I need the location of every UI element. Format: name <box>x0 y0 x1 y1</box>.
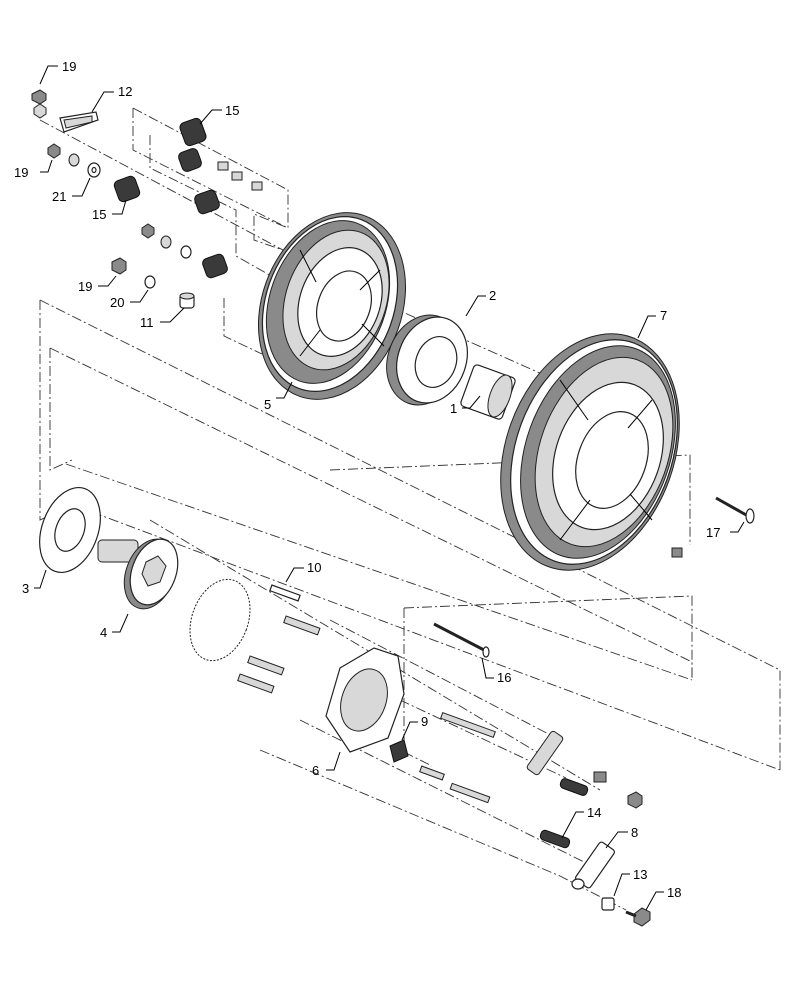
nut-19-mid <box>47 143 80 167</box>
callout-19: 19 <box>14 165 28 180</box>
small-hardware-row <box>141 161 263 259</box>
bolt-17 <box>671 496 755 558</box>
pin-10 <box>269 584 301 602</box>
spring-15-lower <box>113 175 141 203</box>
callout-8: 8 <box>631 825 638 840</box>
friction-disc-3 <box>39 486 101 574</box>
callout-17: 17 <box>706 525 720 540</box>
pulley-7 <box>500 333 680 571</box>
callout-10: 10 <box>307 560 321 575</box>
spring-15-upper <box>178 117 228 279</box>
spacer-11 <box>179 292 195 309</box>
callout-12: 12 <box>118 84 132 99</box>
pulley-5 <box>257 212 407 400</box>
washer-21 <box>87 162 101 178</box>
callout-9: 9 <box>421 714 428 729</box>
callout-16: 16 <box>497 670 511 685</box>
callout-4: 4 <box>100 625 107 640</box>
hardware-lower <box>419 711 496 804</box>
lever-8 <box>571 841 615 890</box>
nut-19-low <box>111 257 127 275</box>
callout-15: 15 <box>225 103 239 118</box>
callout-20: 20 <box>110 295 124 310</box>
callout-11: 11 <box>140 315 154 330</box>
spacer-13 <box>601 897 615 911</box>
callout-14: 14 <box>587 805 601 820</box>
callout-6: 6 <box>312 763 319 778</box>
hub-2 <box>386 314 468 406</box>
clutch-hub-4 <box>97 538 179 610</box>
callout-18: 18 <box>667 885 681 900</box>
washer-20 <box>144 275 156 289</box>
springs-14 <box>526 730 643 849</box>
bolt-16 <box>433 622 490 658</box>
callout-2: 2 <box>489 288 496 303</box>
callout-3: 3 <box>22 581 29 596</box>
plate-6 <box>325 647 405 753</box>
callout-21: 21 <box>52 189 66 204</box>
callout-19: 19 <box>62 59 76 74</box>
bushing-1 <box>460 364 516 420</box>
callout-5: 5 <box>264 397 271 412</box>
callout-19: 19 <box>78 279 92 294</box>
serrated-disc <box>189 578 251 662</box>
bracket-12 <box>59 111 99 133</box>
callout-1: 1 <box>450 401 457 416</box>
bracket-9 <box>389 739 409 763</box>
callout-15: 15 <box>92 207 106 222</box>
studs <box>237 615 321 694</box>
callout-13: 13 <box>633 867 647 882</box>
callout-labels: 19 12 15 19 21 15 19 20 11 2 7 5 1 3 10 … <box>14 59 720 900</box>
nut-19-top <box>31 89 47 119</box>
assembly-guide-lines <box>39 107 781 911</box>
callout-7: 7 <box>660 308 667 323</box>
leader-lines <box>34 65 745 911</box>
bolt-18 <box>625 907 651 927</box>
